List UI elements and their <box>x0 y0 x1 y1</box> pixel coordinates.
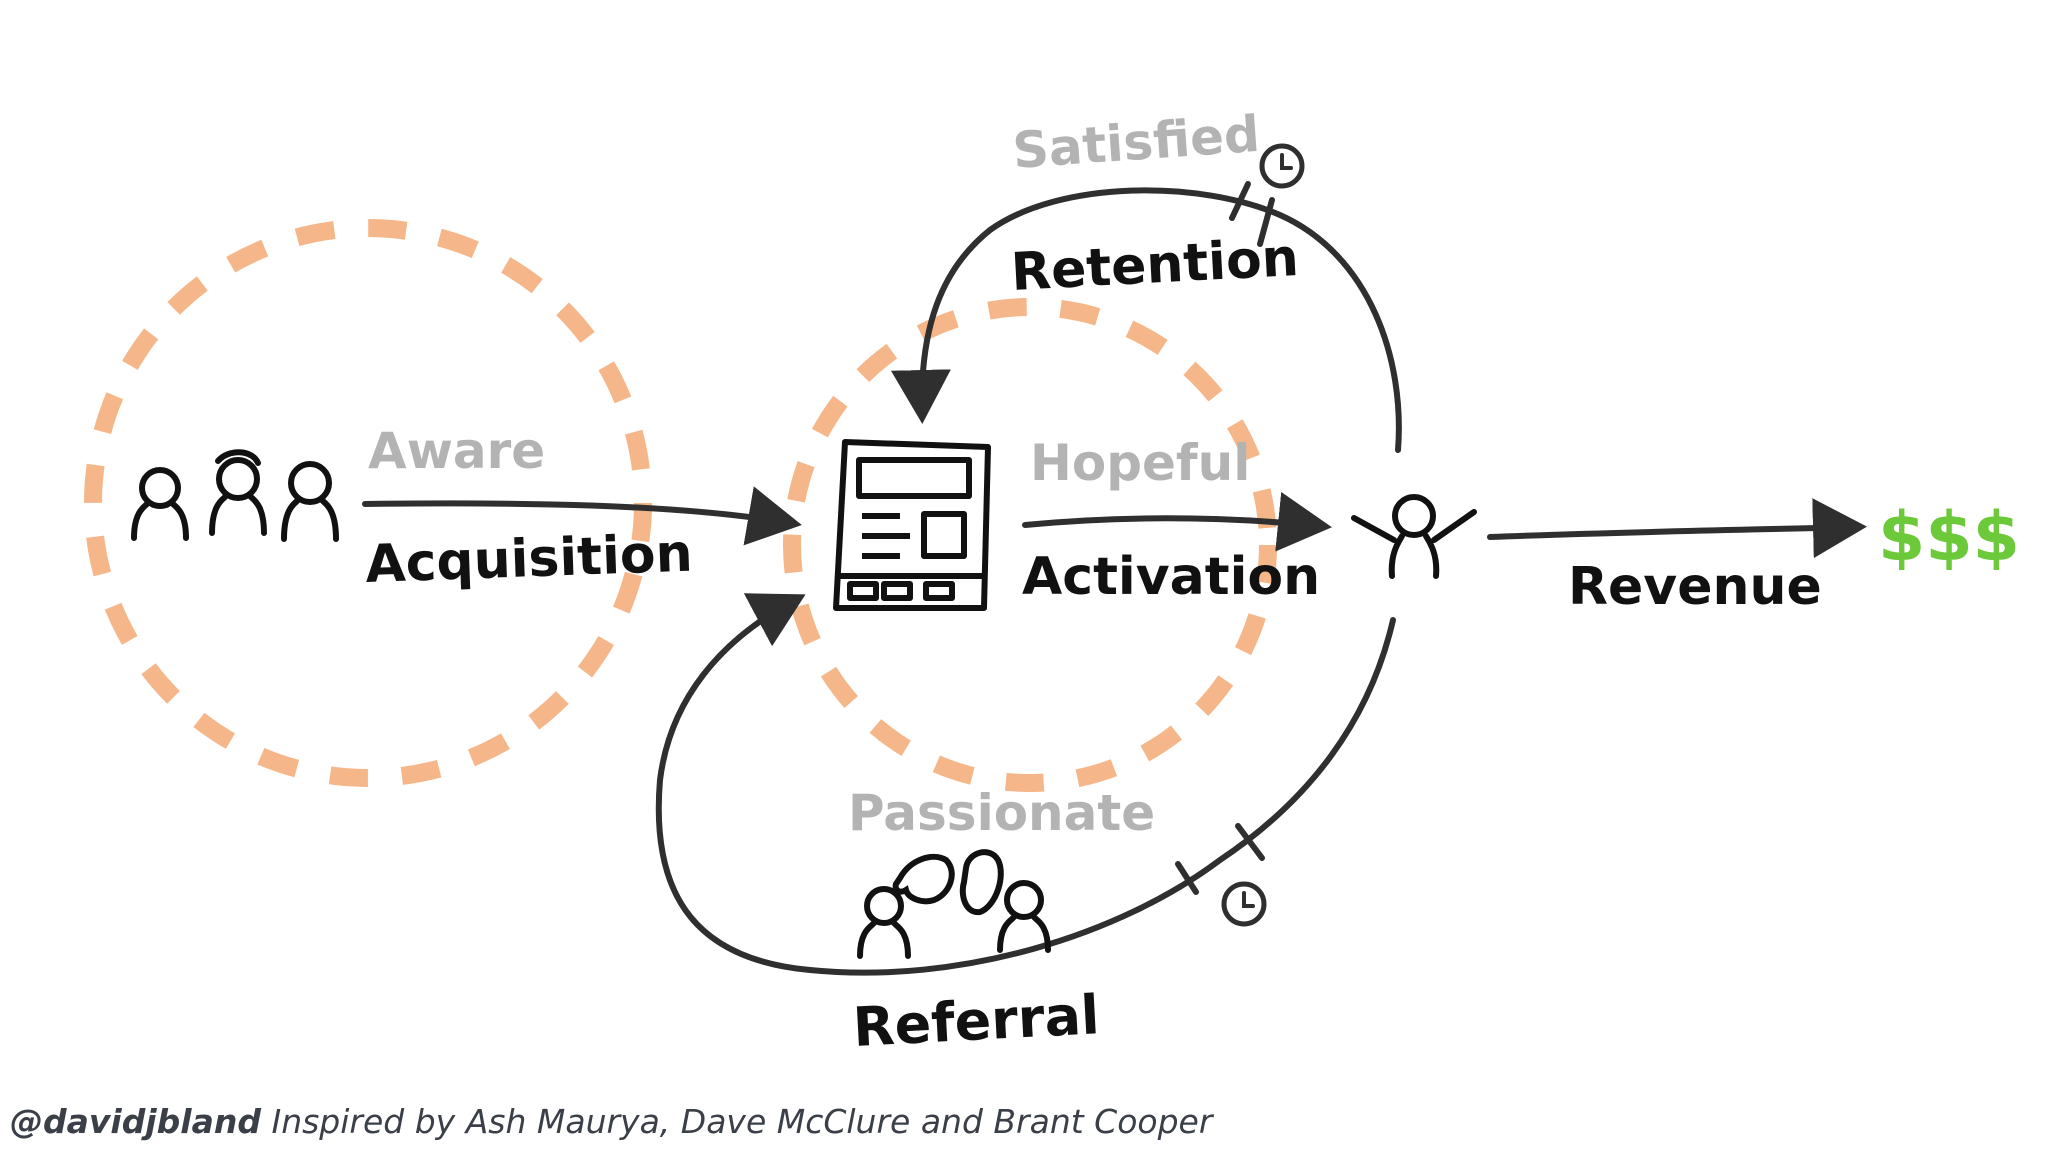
aware-circle <box>84 219 652 787</box>
acquisition-arrow <box>362 486 802 546</box>
people-group-icon <box>131 449 339 542</box>
referral-gate-mark-2 <box>1175 861 1199 895</box>
activation-arrow <box>1022 491 1332 552</box>
hopeful-circle <box>783 298 1277 792</box>
activation-label: Activation <box>1022 547 1320 607</box>
footer-credit: @davidjbland Inspired by Ash Maurya, Dav… <box>10 1102 1212 1141</box>
clock-icon <box>1259 143 1305 189</box>
product-screen-icon <box>833 439 991 611</box>
revenue-money-label: $$$ <box>1878 498 2020 577</box>
referral-label: Referral <box>851 983 1101 1059</box>
retention-gate-mark-1 <box>1229 181 1251 221</box>
hopeful-label: Hopeful <box>1030 434 1250 492</box>
revenue-arrow <box>1487 498 1867 559</box>
passionate-group-icon <box>857 849 1051 959</box>
referral-gate-mark-1 <box>1235 823 1265 861</box>
clock-icon <box>1221 881 1267 927</box>
passionate-label: Passionate <box>848 784 1155 842</box>
retention-label: Retention <box>1010 228 1301 303</box>
aware-label: Aware <box>368 422 545 480</box>
revenue-label: Revenue <box>1568 557 1822 617</box>
happy-user-icon <box>1351 494 1477 579</box>
retention-arrow <box>890 187 1402 453</box>
acquisition-label: Acquisition <box>364 524 693 595</box>
satisfied-label: Satisfied <box>1011 105 1262 180</box>
retention-gate-mark-2 <box>1257 197 1275 247</box>
referral-arrow <box>655 593 1396 976</box>
inspiration-credit: Inspired by Ash Maurya, Dave McClure and… <box>271 1102 1213 1141</box>
author-handle[interactable]: @davidjbland <box>10 1102 261 1141</box>
